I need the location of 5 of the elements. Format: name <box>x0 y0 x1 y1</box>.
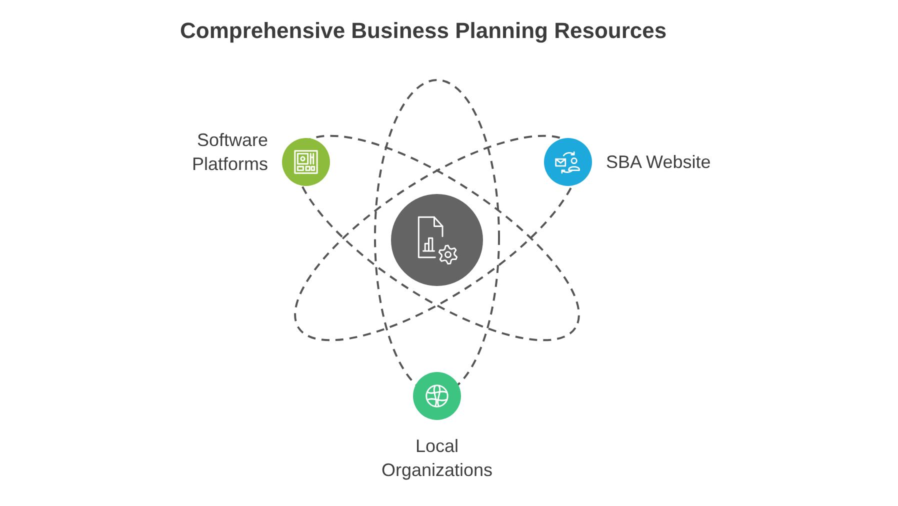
diagram-title: Comprehensive Business Planning Resources <box>180 18 667 44</box>
resource-label: Software Platforms <box>190 129 268 176</box>
center-circle <box>391 194 483 286</box>
resource-label: Local Organizations <box>380 435 494 482</box>
resource-label: SBA Website <box>606 151 711 174</box>
